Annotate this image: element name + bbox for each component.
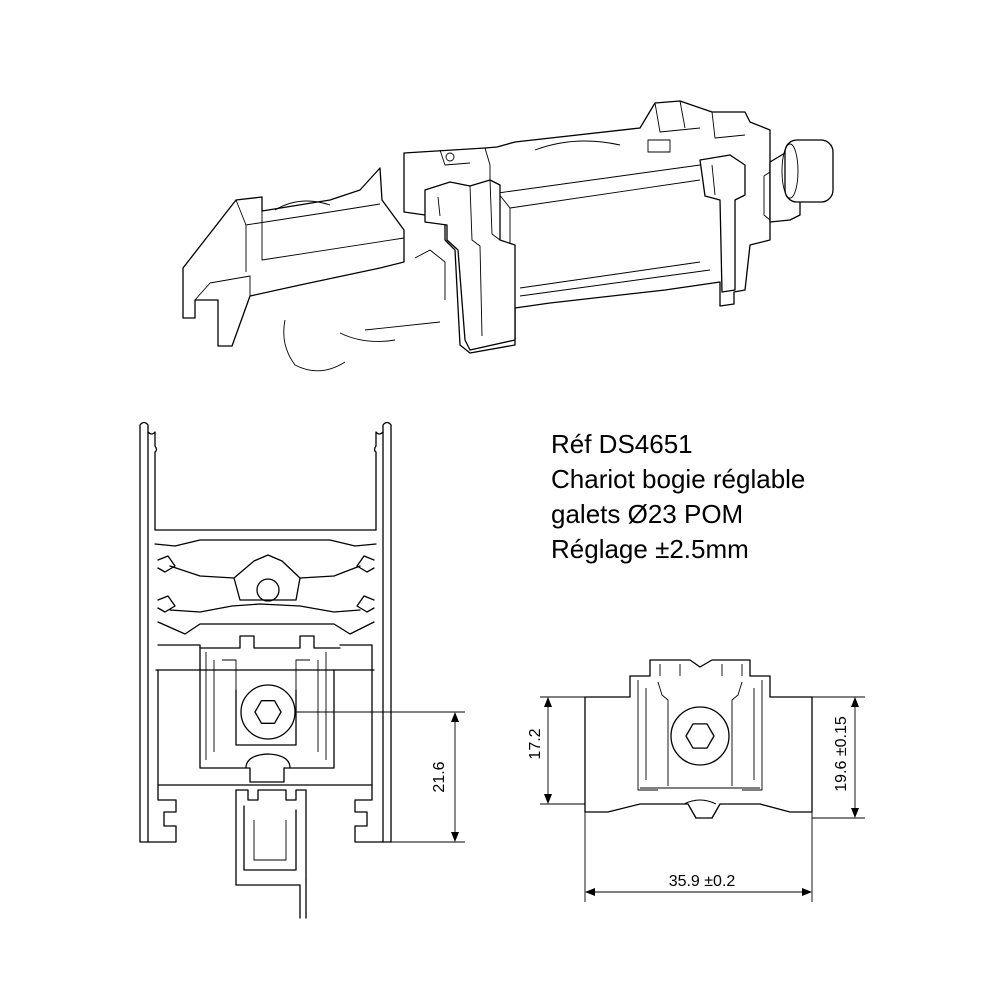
dimension-carriage-width: 35.9 ±0.2 xyxy=(669,873,736,890)
carriage-front-view: 17.2 19.6 ±0.15 35.9 ±0.2 xyxy=(527,659,865,902)
dimension-profile-height: 21.6 xyxy=(431,761,448,792)
spec-block: Réf DS4651 Chariot bogie réglable galets… xyxy=(551,427,911,567)
carriage-isometric-view xyxy=(182,100,834,372)
dimension-carriage-height: 17.2 xyxy=(527,728,544,759)
dimension-carriage-total-height: 19.6 ±0.15 xyxy=(833,716,850,792)
spec-wheels: galets Ø23 POM xyxy=(551,499,744,529)
spec-name: Chariot bogie réglable xyxy=(551,464,806,494)
profile-section-view: 21.6 xyxy=(139,421,465,919)
spec-adjustment: Réglage ±2.5mm xyxy=(551,534,749,564)
spec-reference: Réf DS4651 xyxy=(551,429,693,459)
